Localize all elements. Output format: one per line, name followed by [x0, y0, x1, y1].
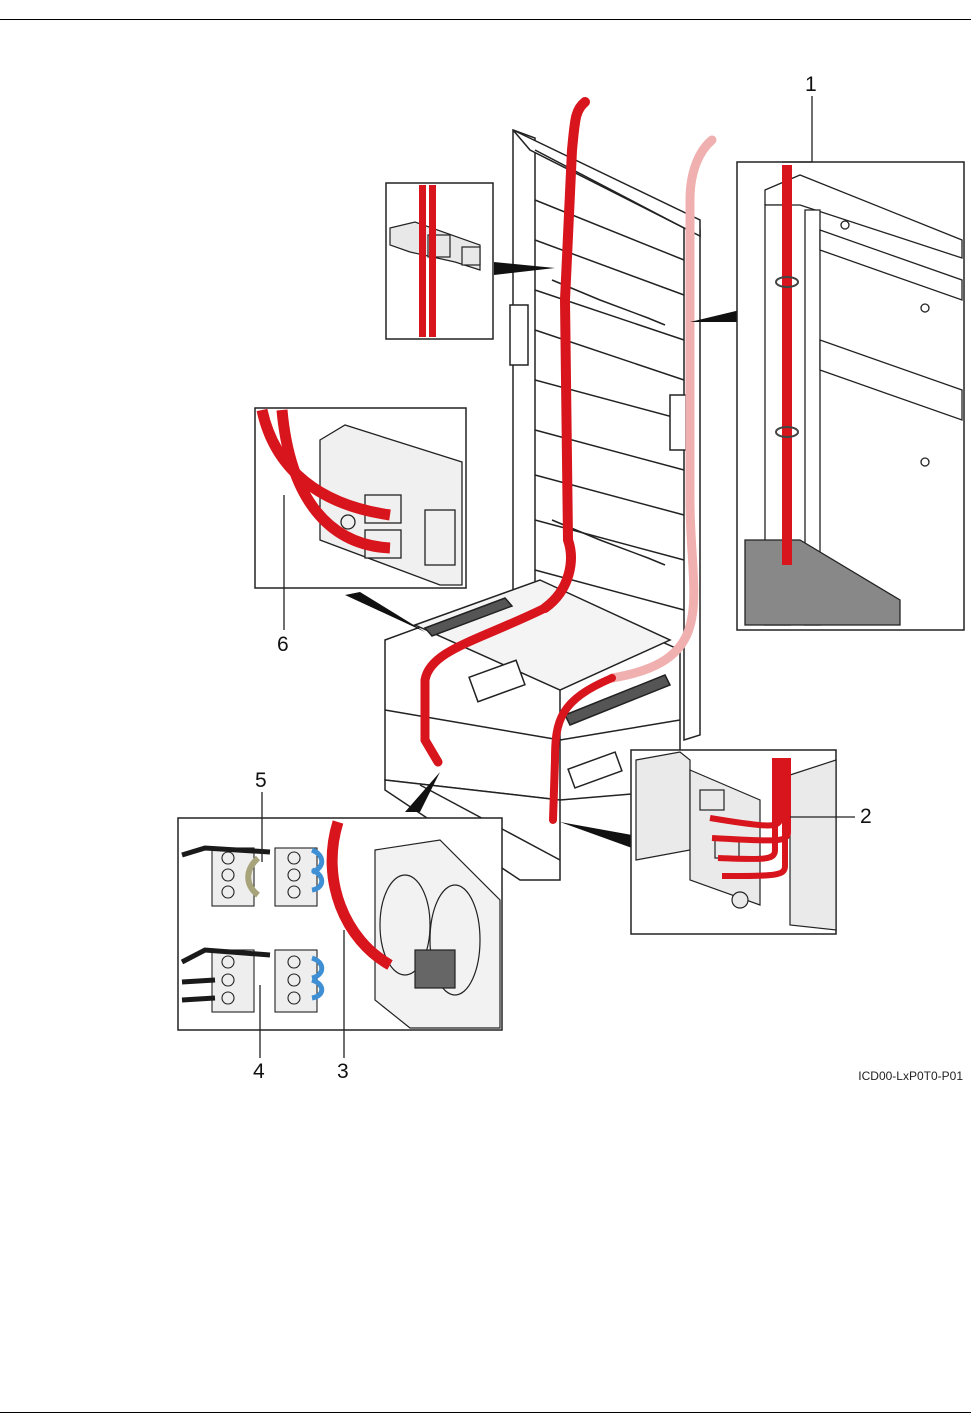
callout-label-2: 2 — [860, 806, 872, 827]
figure-id: ICD00-LxP0T0-P01 — [858, 1069, 963, 1083]
callout-label-3: 3 — [337, 1061, 349, 1082]
callout-label-1: 1 — [805, 74, 817, 95]
callout-label-4: 4 — [253, 1061, 265, 1082]
detail-panel-2 — [631, 750, 836, 934]
detail-panel-clip — [386, 183, 493, 339]
callout-label-6: 6 — [277, 634, 289, 655]
detail-panel-3-4-5 — [178, 818, 502, 1030]
callout-label-5: 5 — [255, 770, 267, 791]
detail-panel-6 — [255, 408, 466, 588]
detail-panel-1 — [737, 162, 964, 630]
